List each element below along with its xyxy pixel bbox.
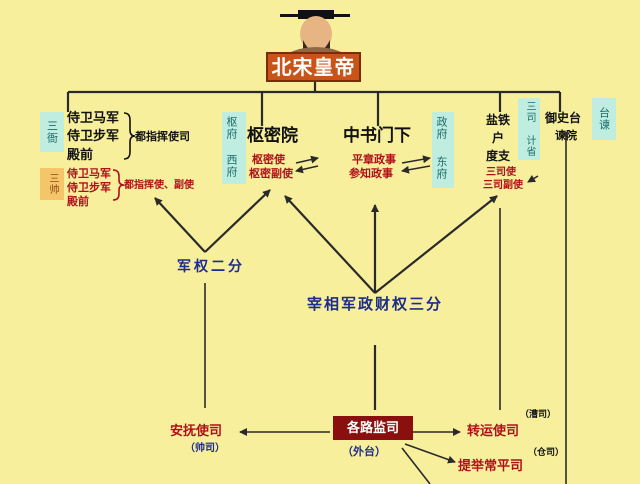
zhuanyun-sub: （漕司） bbox=[520, 410, 557, 420]
emperor-box[interactable]: 北宋皇帝 bbox=[266, 52, 361, 82]
arrow-zhongshu-2 bbox=[401, 165, 431, 174]
anfu-sub: （帅司） bbox=[185, 443, 225, 454]
tag-taijian: 台谏 bbox=[592, 98, 616, 140]
center-sub: （外台） bbox=[342, 445, 386, 458]
emperor-portrait bbox=[280, 10, 350, 58]
mil-officer-top: 都指挥使司 bbox=[135, 130, 190, 143]
sansi-item-3: 度支 bbox=[486, 149, 511, 163]
tag-sanshuai: 三帅 bbox=[40, 168, 64, 200]
arrow-shumi-officer-1 bbox=[295, 155, 319, 164]
tag-sansi: 三司 计省 bbox=[518, 98, 540, 160]
arrow-to-shumi bbox=[204, 189, 271, 253]
shumi-officer-2: 枢密副使 bbox=[249, 167, 293, 180]
mil-officer-bottom: 都指挥使、副使 bbox=[124, 180, 194, 191]
tiju-sub: （仓司） bbox=[528, 448, 565, 458]
tag-shumi: 枢府 西府 bbox=[222, 112, 246, 184]
tag-shumi-a: 枢府 bbox=[225, 116, 238, 140]
center-box-label: 各路监司 bbox=[346, 420, 399, 436]
tag-sanshuai-label: 三帅 bbox=[47, 173, 58, 195]
mil-item-2: 侍卫步军 bbox=[67, 129, 120, 144]
shumi-officer-1: 枢密使 bbox=[252, 153, 285, 166]
zhongshu-title: 中书门下 bbox=[343, 126, 411, 146]
brace-military-top bbox=[123, 112, 136, 160]
tag-taijian-label: 台谏 bbox=[597, 107, 611, 131]
arrow-shumi-officer-2 bbox=[295, 165, 319, 174]
tag-sanya-label: 三衙 bbox=[45, 120, 59, 144]
arrow-three-right bbox=[374, 195, 498, 294]
sansi-officer-1: 三司使 bbox=[486, 167, 516, 178]
tag-shumi-b: 西府 bbox=[225, 154, 238, 178]
mil-red-item-1: 侍卫马军 bbox=[67, 167, 111, 180]
censorate-name: 御史台 bbox=[545, 111, 582, 125]
tag-sanya: 三衙 bbox=[40, 112, 64, 152]
arrow-three-left bbox=[284, 195, 376, 294]
arrow-to-tiju bbox=[404, 443, 456, 464]
tiju-label: 提举常平司 bbox=[458, 459, 524, 474]
anfu-label: 安抚使司 bbox=[170, 424, 223, 439]
mil-red-item-3: 殿前 bbox=[67, 195, 89, 208]
emperor-title: 北宋皇帝 bbox=[271, 55, 356, 79]
zhuanyun-label: 转运使司 bbox=[467, 424, 520, 439]
zhongshu-officer-2: 参知政事 bbox=[349, 167, 393, 180]
tag-zhongshu-b: 东府 bbox=[435, 156, 448, 180]
arrow-sansi-officers bbox=[527, 174, 539, 183]
center-box[interactable]: 各路监司 bbox=[333, 416, 413, 440]
sansi-officer-2: 三司副使 bbox=[483, 180, 523, 191]
mil-item-3: 殿前 bbox=[67, 148, 94, 163]
line-down-right bbox=[401, 447, 431, 484]
arrow-to-military bbox=[154, 197, 206, 253]
tag-zhongshu-a: 政府 bbox=[435, 116, 448, 140]
censorate-sub: 谏院 bbox=[555, 129, 577, 142]
zhongshu-officer-1: 平章政事 bbox=[352, 153, 396, 166]
brace-military-bottom bbox=[112, 169, 125, 201]
mil-item-1: 侍卫马军 bbox=[67, 111, 120, 126]
sansi-item-1: 盐铁 bbox=[486, 113, 511, 127]
sansi-item-2: 户 bbox=[492, 131, 505, 145]
label-military-split: 军权二分 bbox=[177, 259, 245, 275]
mil-red-item-2: 侍卫步军 bbox=[67, 181, 111, 194]
tag-zhongshu: 政府 东府 bbox=[432, 112, 454, 188]
arrow-zhongshu-1 bbox=[401, 155, 431, 164]
tag-sansi-label: 三司 计省 bbox=[524, 101, 535, 157]
shumiyuan-title: 枢密院 bbox=[247, 126, 298, 146]
label-three-split: 宰相军政财权三分 bbox=[307, 295, 444, 313]
